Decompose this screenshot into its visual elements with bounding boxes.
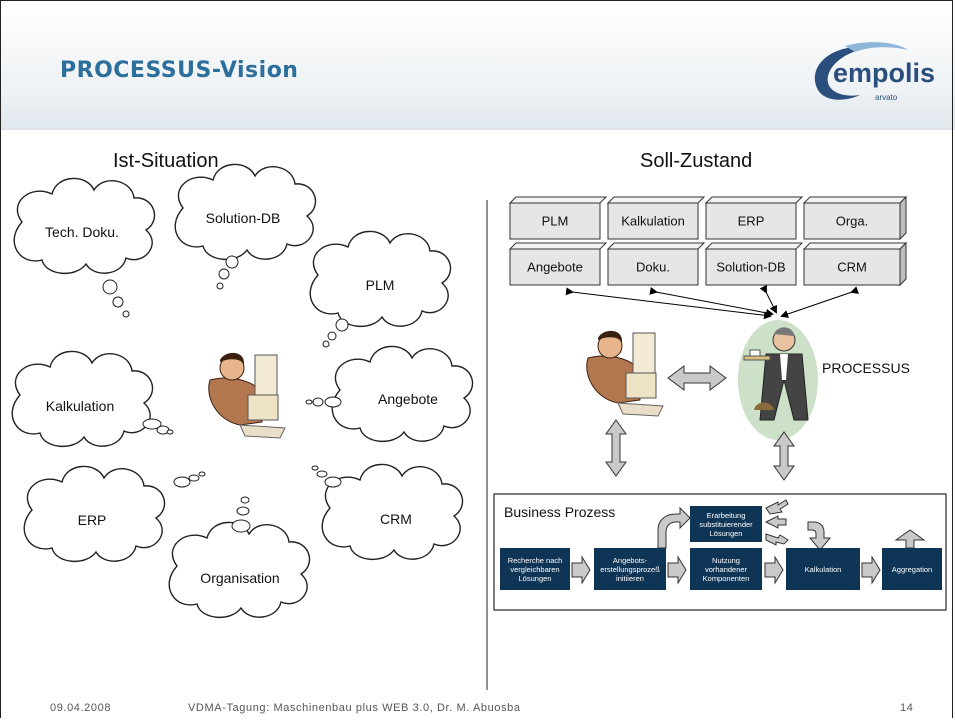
curved-arrow-down xyxy=(807,521,832,551)
person-clipart-right xyxy=(586,330,664,417)
double-arrow-vertical-right xyxy=(773,431,795,481)
cloud-label-erp: ERP xyxy=(77,512,107,528)
bp-step-erarbeitung: Erarbeitung substituierender Lösungen xyxy=(690,506,762,542)
butler-clipart xyxy=(738,320,818,440)
footer-event: VDMA-Tagung: Maschinenbau plus WEB 3.0, … xyxy=(188,702,521,714)
cloud-label-solution-db: Solution-DB xyxy=(205,210,281,226)
slide-title: PROCESSUS-Vision xyxy=(60,58,299,83)
system-box-crm xyxy=(802,241,908,287)
cloud-label-plm: PLM xyxy=(365,277,395,293)
bp-step-nutzung: Nutzung vorhandener Komponenten xyxy=(690,548,762,590)
processus-label: PROCESSUS xyxy=(822,360,910,376)
system-label-doku: Doku. xyxy=(636,259,670,275)
flow-arrow-4 xyxy=(861,555,881,585)
cloud-label-tech-doku: Tech. Doku. xyxy=(45,224,119,240)
flow-arrow-3 xyxy=(764,555,784,585)
right-heading: Soll-Zustand xyxy=(640,150,753,172)
empolis-logo: empolis arvato xyxy=(800,40,940,110)
branch-arrow-down xyxy=(765,533,789,546)
double-arrow-vertical-left xyxy=(605,419,627,477)
system-box-plm xyxy=(508,196,608,240)
system-box-solution-db xyxy=(704,242,804,286)
curved-arrow-up xyxy=(657,506,691,549)
system-label-angebote: Angebote xyxy=(527,259,583,275)
branch-arrow-up xyxy=(765,499,789,515)
cloud-label-angebote: Angebote xyxy=(378,391,438,407)
logo-swoosh-icon xyxy=(814,42,908,100)
logo-subtext: arvato xyxy=(875,93,898,102)
logo-word: empolis xyxy=(833,58,936,88)
bp-step-recherche: Recherche nach vergleichbaren Lösungen xyxy=(500,548,570,590)
flow-arrow-1 xyxy=(571,555,591,585)
system-label-erp: ERP xyxy=(737,213,765,229)
cloud-label-kalkulation: Kalkulation xyxy=(45,398,115,414)
system-box-erp xyxy=(704,196,804,240)
system-label-crm: CRM xyxy=(837,259,867,275)
left-heading: Ist-Situation xyxy=(113,150,219,172)
person-clipart-left xyxy=(208,352,286,439)
bp-step-kalkulation: Kalkulation xyxy=(786,548,860,590)
footer-date: 09.04.2008 xyxy=(50,702,112,714)
system-box-angebote xyxy=(508,242,608,286)
system-box-doku xyxy=(606,242,706,286)
header-band xyxy=(0,0,955,130)
footer-page-number: 14 xyxy=(900,702,914,714)
system-label-plm: PLM xyxy=(541,213,569,229)
double-arrow-horizontal xyxy=(667,365,727,391)
connection-arrows xyxy=(565,284,859,320)
bp-step-aggregation: Aggregation xyxy=(882,548,942,590)
system-label-orga: Orga. xyxy=(835,213,869,229)
system-box-orga xyxy=(802,195,908,241)
flow-arrow-2 xyxy=(667,555,687,585)
branch-arrow-right xyxy=(764,515,787,529)
system-label-kalkulation: Kalkulation xyxy=(621,213,685,229)
system-label-solution-db: Solution-DB xyxy=(716,259,786,275)
system-grid xyxy=(508,195,908,287)
system-box-kalkulation xyxy=(606,196,706,240)
business-process-title: Business Prozess xyxy=(504,504,616,520)
up-arrow-aggregation xyxy=(894,529,926,549)
cloud-label-organisation: Organisation xyxy=(200,570,280,586)
cloud-label-crm: CRM xyxy=(380,511,412,527)
bp-step-angebot: Angebots-erstellungsprozeß initiieren xyxy=(594,548,666,590)
